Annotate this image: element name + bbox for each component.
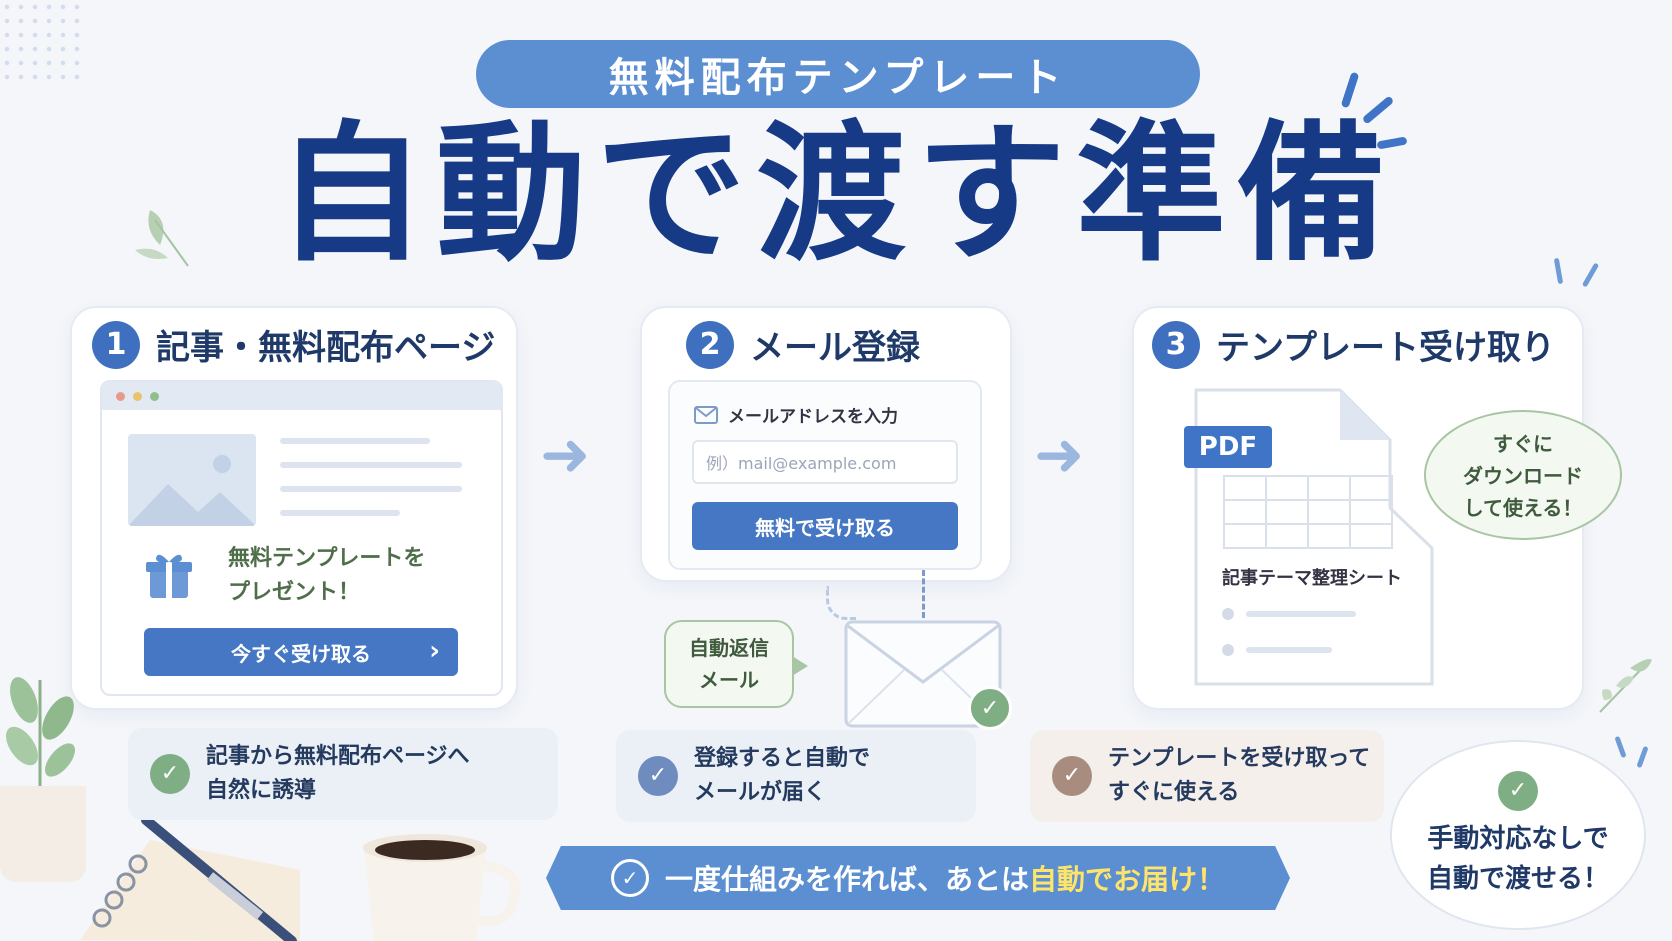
step-title: テンプレート受け取り bbox=[1216, 328, 1555, 368]
receive-now-button[interactable]: 今すぐ受け取る › bbox=[144, 628, 458, 676]
bubble-line: して使える！ bbox=[1463, 496, 1583, 520]
auto-reply-bubble: 自動返信 メール bbox=[664, 620, 794, 708]
note-line: 自然に誘導 bbox=[206, 778, 317, 803]
window-dot bbox=[150, 391, 159, 401]
banner-text-main: 一度仕組みを作れば、あとは bbox=[664, 863, 1029, 896]
button-label: 今すぐ受け取る bbox=[231, 641, 371, 666]
receive-free-button[interactable]: 無料で受け取る bbox=[692, 502, 958, 550]
bottom-banner: ✓ 一度仕組みを作れば、あとは自動でお届け！ bbox=[546, 846, 1290, 910]
note-text: 登録すると自動で メールが届く bbox=[694, 742, 870, 810]
gift-icon bbox=[146, 554, 192, 598]
check-icon: ✓ bbox=[1498, 771, 1538, 811]
accent-tick bbox=[1614, 735, 1627, 759]
note-text: テンプレートを受け取って すぐに使える bbox=[1108, 742, 1370, 810]
gift-text-line: 無料テンプレートを bbox=[228, 546, 426, 571]
gift-text: 無料テンプレートを プレゼント！ bbox=[228, 542, 425, 610]
note-line: メールが届く bbox=[694, 780, 827, 805]
plant-icon bbox=[6, 677, 75, 790]
banner-text-highlight: 自動でお届け！ bbox=[1029, 863, 1226, 896]
step-title: メール登録 bbox=[750, 328, 920, 368]
envelope-icon bbox=[844, 620, 1002, 728]
note-line: テンプレートを受け取って bbox=[1108, 746, 1371, 771]
accent-tick bbox=[1636, 745, 1649, 769]
pdf-badge: PDF bbox=[1184, 426, 1272, 468]
sheet-title: 記事テーマ整理シート bbox=[1222, 568, 1402, 589]
step-2-header: 2 メール登録 bbox=[686, 320, 920, 369]
check-icon: ✓ bbox=[610, 859, 649, 897]
bubble-line: メール bbox=[699, 668, 759, 692]
step-number: 2 bbox=[686, 320, 734, 369]
leaf-icon bbox=[135, 210, 189, 267]
bubble-tail bbox=[792, 656, 808, 676]
arrow-right-icon: ➜ bbox=[540, 420, 591, 490]
note-text: 記事から無料配布ページへ 自然に誘導 bbox=[206, 740, 470, 808]
badge-line: 自動で渡せる！ bbox=[1426, 864, 1609, 894]
email-field-label: メールアドレスを入力 bbox=[694, 402, 898, 427]
check-icon: ✓ bbox=[1052, 756, 1092, 796]
accent-tick bbox=[1340, 71, 1360, 109]
check-icon: ✓ bbox=[150, 754, 190, 794]
field-label-text: メールアドレスを入力 bbox=[728, 407, 898, 427]
download-bubble: すぐに ダウンロード して使える！ bbox=[1424, 410, 1622, 540]
text-line bbox=[280, 462, 462, 468]
browser-mockup: 無料テンプレートを プレゼント！ 今すぐ受け取る › bbox=[100, 380, 503, 696]
step-3-header: 3 テンプレート受け取り bbox=[1152, 320, 1555, 369]
note-line: 記事から無料配布ページへ bbox=[206, 744, 470, 769]
mail-icon bbox=[694, 405, 718, 424]
page-title: 自動で渡す準備 bbox=[275, 108, 1396, 282]
text-line bbox=[280, 510, 400, 516]
header-pill: 無料配布テンプレート bbox=[476, 40, 1200, 108]
gift-text-line: プレゼント！ bbox=[228, 580, 361, 605]
browser-bar bbox=[102, 382, 501, 410]
step-title: 記事・無料配布ページ bbox=[156, 328, 496, 368]
check-icon: ✓ bbox=[968, 686, 1012, 730]
plant-pot bbox=[0, 786, 86, 882]
banner-text: 一度仕組みを作れば、あとは自動でお届け！ bbox=[665, 858, 1225, 898]
note-line: すぐに使える bbox=[1108, 780, 1240, 805]
note-line: 登録すると自動で bbox=[694, 746, 871, 771]
step-2-note: ✓ 登録すると自動で メールが届く bbox=[616, 730, 976, 822]
step-3-note: ✓ テンプレートを受け取って すぐに使える bbox=[1030, 730, 1384, 822]
step-number: 3 bbox=[1152, 320, 1200, 369]
window-dot bbox=[116, 391, 125, 401]
chevron-right-icon: › bbox=[429, 636, 440, 666]
badge-line: 手動対応なしで bbox=[1427, 824, 1609, 854]
notebook-icon bbox=[80, 820, 300, 941]
bubble-line: 自動返信 bbox=[689, 636, 769, 660]
dots-decoration bbox=[0, 0, 80, 80]
step-1-note: ✓ 記事から無料配布ページへ 自然に誘導 bbox=[128, 728, 558, 820]
coffee-cup-icon bbox=[363, 834, 521, 941]
check-icon: ✓ bbox=[638, 756, 678, 796]
leaf-icon bbox=[1599, 659, 1652, 713]
window-dot bbox=[133, 391, 142, 401]
dashed-connector bbox=[826, 586, 856, 620]
step-1-header: 1 記事・無料配布ページ bbox=[92, 320, 495, 369]
arrow-right-icon: ➜ bbox=[1034, 420, 1085, 490]
email-field[interactable]: 例）mail@example.com bbox=[692, 440, 958, 484]
bubble-line: すぐに bbox=[1493, 432, 1553, 456]
text-line bbox=[280, 486, 462, 492]
dashed-connector bbox=[922, 570, 925, 618]
text-line bbox=[280, 438, 430, 444]
email-form: メールアドレスを入力 例）mail@example.com 無料で受け取る bbox=[668, 380, 982, 570]
image-placeholder-icon bbox=[128, 434, 256, 526]
step-number: 1 bbox=[92, 320, 140, 369]
manual-free-badge: ✓ 手動対応なしで 自動で渡せる！ bbox=[1390, 740, 1646, 930]
bubble-line: ダウンロード bbox=[1463, 464, 1583, 488]
